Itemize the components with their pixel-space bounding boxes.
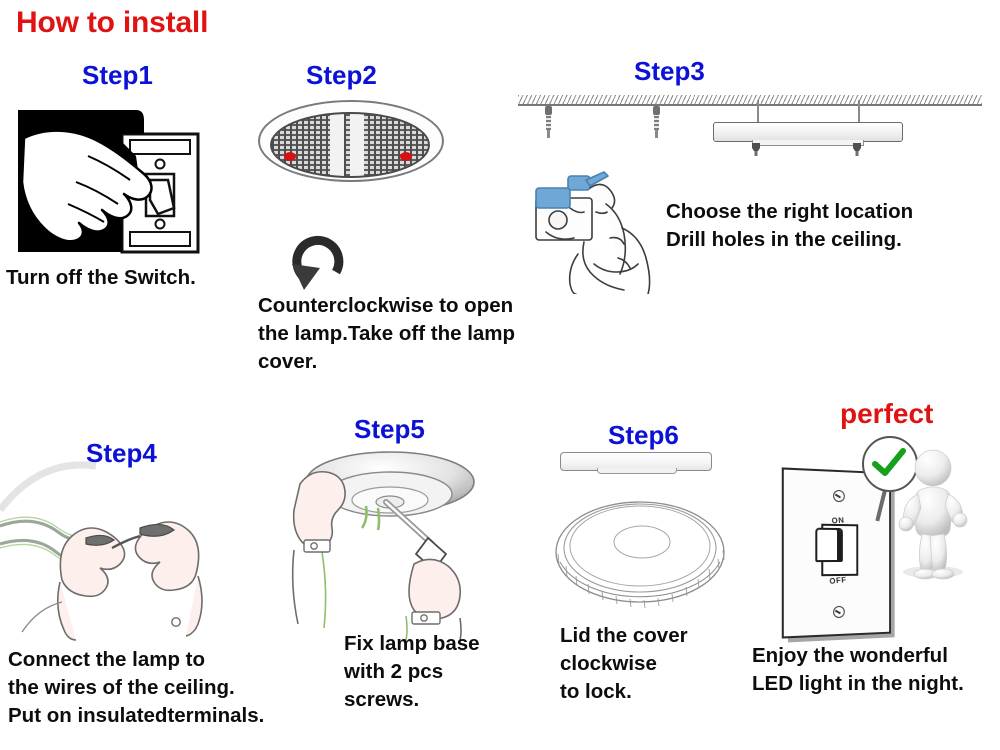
page-title: How to install [16,6,209,39]
step3-label: Step3 [634,56,705,86]
step6-caption: Lid the cover clockwise to lock. [560,624,688,703]
step4-illustration-wire-connection [0,452,262,642]
step6-label: Step6 [608,420,679,450]
step1-illustration-switch [18,104,204,256]
step6-cover-side-view [560,452,712,474]
step2-label: Step2 [306,60,377,90]
3d-person-icon [898,449,968,580]
ceiling-anchor-2 [653,106,660,138]
lamp-cover-highlight-stripe-2 [350,114,364,176]
switch-toggle-housing [815,523,859,577]
switch-off-label: OFF [829,575,847,586]
finale-mascot-figure [896,448,970,580]
fixture-screw-2 [852,143,862,157]
finale-caption: Enjoy the wonderful LED light in the nig… [752,644,964,695]
grip-marker-left [284,152,296,161]
lamp-base-screwdriver-icon [291,451,475,641]
mount-rod-1 [757,100,759,136]
step1-caption: Turn off the Switch. [6,266,196,289]
step5-illustration-fix-lamp-base [282,440,502,641]
grip-marker-right [400,152,412,161]
mount-rod-2 [858,100,860,136]
check-sign-circle [862,436,918,492]
fixture-screw-1 [751,143,761,157]
step2-illustration-lamp-cover [258,100,444,192]
ceiling-fixture-bar [713,122,903,142]
step5-label: Step5 [354,414,425,444]
step1-label: Step1 [82,60,153,90]
plate-screw-bottom [833,605,845,619]
counterclockwise-arrow-icon [288,230,346,292]
ceiling-anchor-1 [545,106,552,138]
ceiling-line-right [694,95,982,106]
switch-toggle-lever[interactable] [815,527,843,563]
step4-caption: Connect the lamp to the wires of the cei… [8,648,265,727]
finale-switch-plate: ON OFF [781,467,891,639]
ceiling-fixture-lip [752,140,864,146]
check-icon [872,448,906,476]
perfect-label: perfect [840,398,934,429]
hands-wires-icon [0,461,203,641]
step4-label: Step4 [86,438,157,468]
lamp-cover-highlight-stripe [330,114,344,176]
ceiling-line-left [518,95,694,106]
drill-icon [535,171,651,295]
step3-illustration-person-drilling [522,158,672,295]
step3-caption: Choose the right location Drill holes in… [666,200,914,251]
step6-cover-perspective-view [550,490,730,620]
lamp-cover-perforated-face [270,112,430,178]
step2-caption: Counterclockwise to open the lamp.Take o… [258,294,516,373]
step5-caption: Fix lamp base with 2 pcs screws. [344,632,480,711]
plate-screw-top [833,489,845,503]
ridged-cover-icon [555,501,725,609]
hand-switch-icon [18,110,200,254]
